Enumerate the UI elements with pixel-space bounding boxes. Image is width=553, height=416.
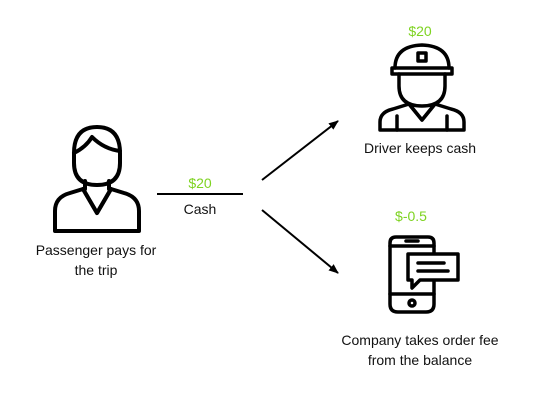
payment-method: Cash bbox=[183, 201, 217, 217]
driver-amount: $20 bbox=[408, 23, 432, 39]
passenger-icon bbox=[53, 125, 141, 233]
driver-label: Driver keeps cash bbox=[363, 140, 477, 156]
phone-message-icon bbox=[388, 235, 460, 314]
payment-amount: $20 bbox=[188, 175, 212, 191]
passenger-label-line2: the trip bbox=[74, 262, 118, 278]
arrow-to-company bbox=[261, 209, 339, 274]
company-label-line1: Company takes order fee bbox=[341, 332, 499, 348]
passenger-label: Passenger pays for the trip bbox=[20, 240, 172, 280]
arrow-to-driver bbox=[261, 120, 339, 181]
company-amount: $-0.5 bbox=[395, 208, 427, 224]
company-label-line2: from the balance bbox=[367, 352, 473, 368]
driver-icon bbox=[378, 43, 466, 132]
company-label: Company takes order fee from the balance bbox=[320, 330, 520, 370]
passenger-label-line1: Passenger pays for bbox=[35, 242, 157, 258]
